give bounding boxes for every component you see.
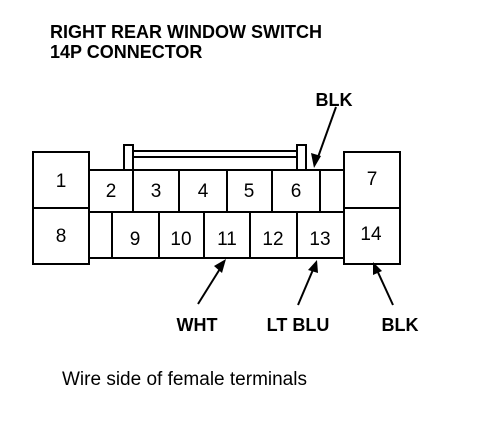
arrowhead-lt-blu	[308, 260, 318, 273]
terminal-4: 4	[198, 181, 209, 202]
wire-label-blk: BLK	[382, 315, 419, 335]
terminal-8: 8	[56, 226, 67, 247]
wire-label-wht: WHT	[177, 315, 218, 335]
connector-middle-block	[88, 169, 345, 259]
terminal-2: 2	[106, 181, 117, 202]
terminal-14: 14	[360, 224, 382, 245]
lock-tab-right	[296, 144, 307, 171]
leader-lt-blu	[297, 264, 316, 306]
terminal-13: 13	[309, 229, 330, 250]
lock-tab-left	[123, 144, 134, 171]
wire-label-lt-blu: LT BLU	[267, 315, 330, 335]
arrowhead-wht	[214, 259, 226, 273]
diagram-title: RIGHT REAR WINDOW SWITCH 14P CONNECTOR	[50, 22, 322, 62]
terminal-7: 7	[367, 169, 378, 190]
terminal-11: 11	[217, 229, 237, 250]
leader-blk	[375, 267, 394, 306]
leader-top-blk	[316, 106, 337, 161]
terminal-9: 9	[130, 229, 141, 250]
terminal-10: 10	[170, 229, 191, 250]
title-line-1: RIGHT REAR WINDOW SWITCH	[50, 22, 322, 42]
terminal-1: 1	[56, 171, 67, 192]
diagram-caption: Wire side of female terminals	[62, 369, 307, 390]
terminal-6: 6	[291, 181, 302, 202]
leader-wht	[197, 263, 224, 305]
wire-label-top-blk: BLK	[316, 90, 353, 110]
terminal-5: 5	[244, 181, 255, 202]
terminal-12: 12	[262, 229, 283, 250]
terminal-3: 3	[151, 181, 162, 202]
arrowhead-blk	[373, 262, 382, 275]
arrowhead-top-blk	[311, 153, 321, 168]
title-line-2: 14P CONNECTOR	[50, 42, 203, 62]
